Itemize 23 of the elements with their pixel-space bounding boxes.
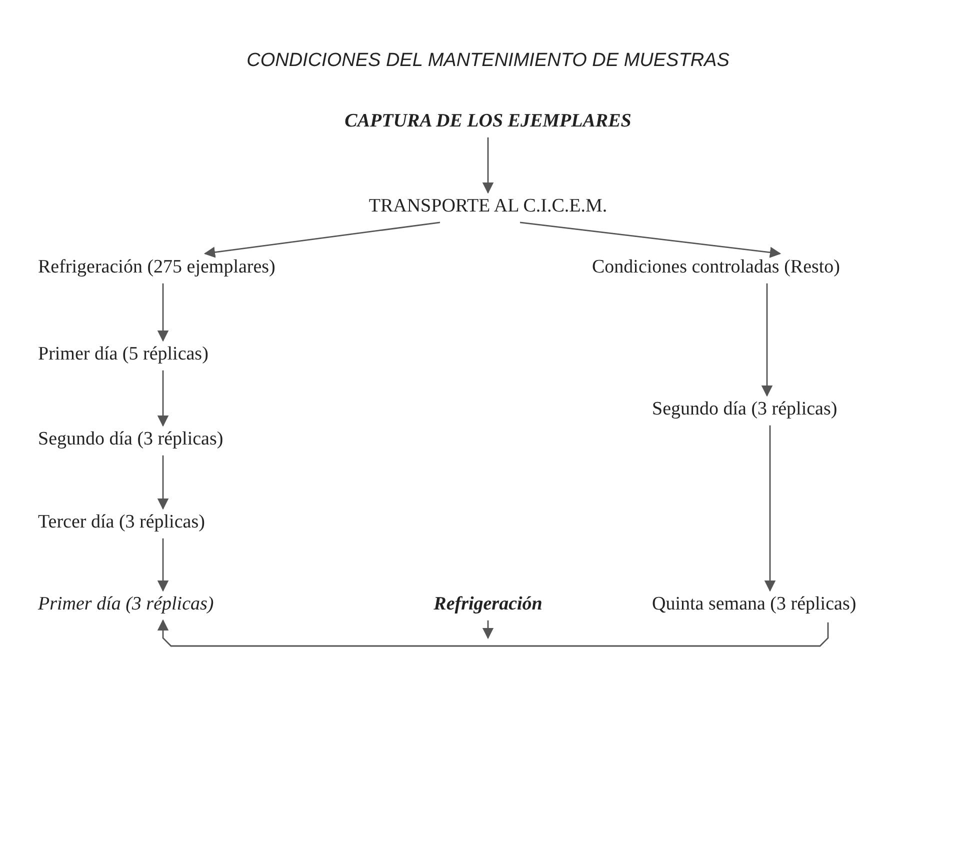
node-label: CAPTURA DE LOS EJEMPLARES xyxy=(344,110,632,134)
node-label: Tercer día (3 réplicas) xyxy=(38,512,205,534)
arrow xyxy=(157,455,169,510)
arrow xyxy=(204,222,440,258)
node-label: Condiciones controladas (Resto) xyxy=(592,256,840,280)
node-label: Refrigeración (275 ejemplares) xyxy=(38,256,276,280)
arrow xyxy=(764,425,776,592)
arrow xyxy=(482,137,494,194)
node-label: Refrigeración xyxy=(434,594,542,616)
arrow xyxy=(157,538,169,592)
arrow xyxy=(761,283,773,397)
node-label: Primer día (5 réplicas) xyxy=(38,344,208,366)
diagram-title: CONDICIONES DEL MANTENIMIENTO DE MUESTRAS xyxy=(246,50,730,72)
node-label: Segundo día (3 réplicas) xyxy=(652,398,838,422)
node-label: Primer día (3 réplicas) xyxy=(38,594,214,616)
node-label: Segundo día (3 réplicas) xyxy=(38,428,224,452)
arrow xyxy=(157,370,169,427)
arrow xyxy=(520,222,782,258)
arrow xyxy=(157,283,169,342)
node-label: Quinta semana (3 réplicas) xyxy=(652,594,856,616)
node-label: TRANSPORTE AL C.I.C.E.M. xyxy=(368,196,608,218)
arrow xyxy=(157,619,829,647)
arrow xyxy=(482,620,494,640)
